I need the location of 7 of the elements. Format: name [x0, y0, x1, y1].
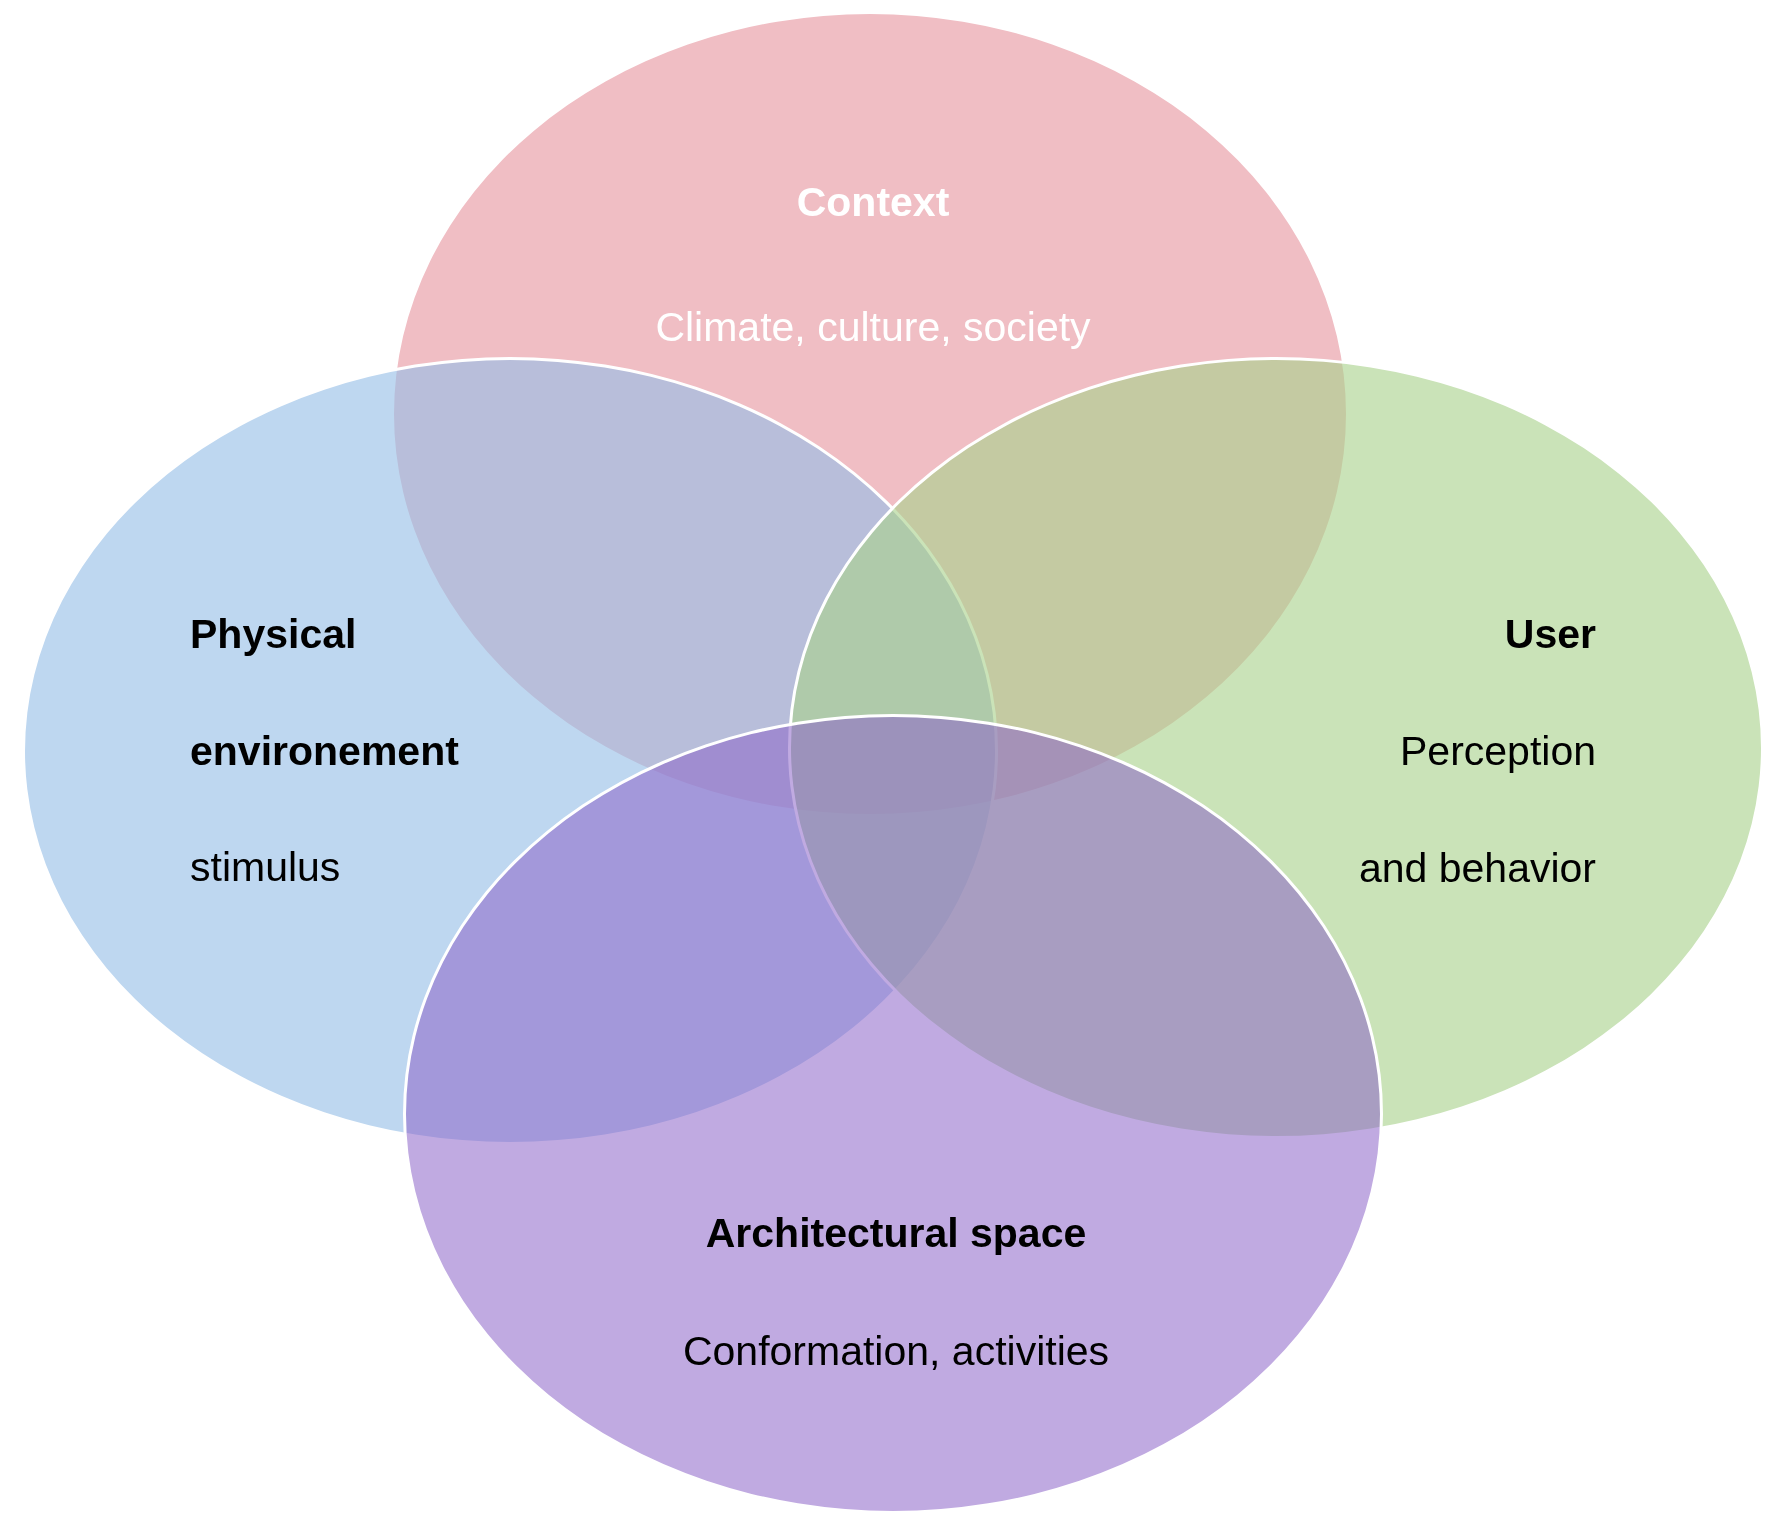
set-heading: User	[1504, 611, 1596, 657]
set-heading: Architectural space	[705, 1210, 1087, 1256]
set-description: Perception and behavior	[1358, 728, 1596, 891]
set-description: Conformation, activities	[682, 1328, 1110, 1374]
set-description: Climate, culture, society	[655, 304, 1091, 350]
set-description: stimulus	[190, 844, 341, 890]
set-heading: Context	[796, 179, 950, 225]
